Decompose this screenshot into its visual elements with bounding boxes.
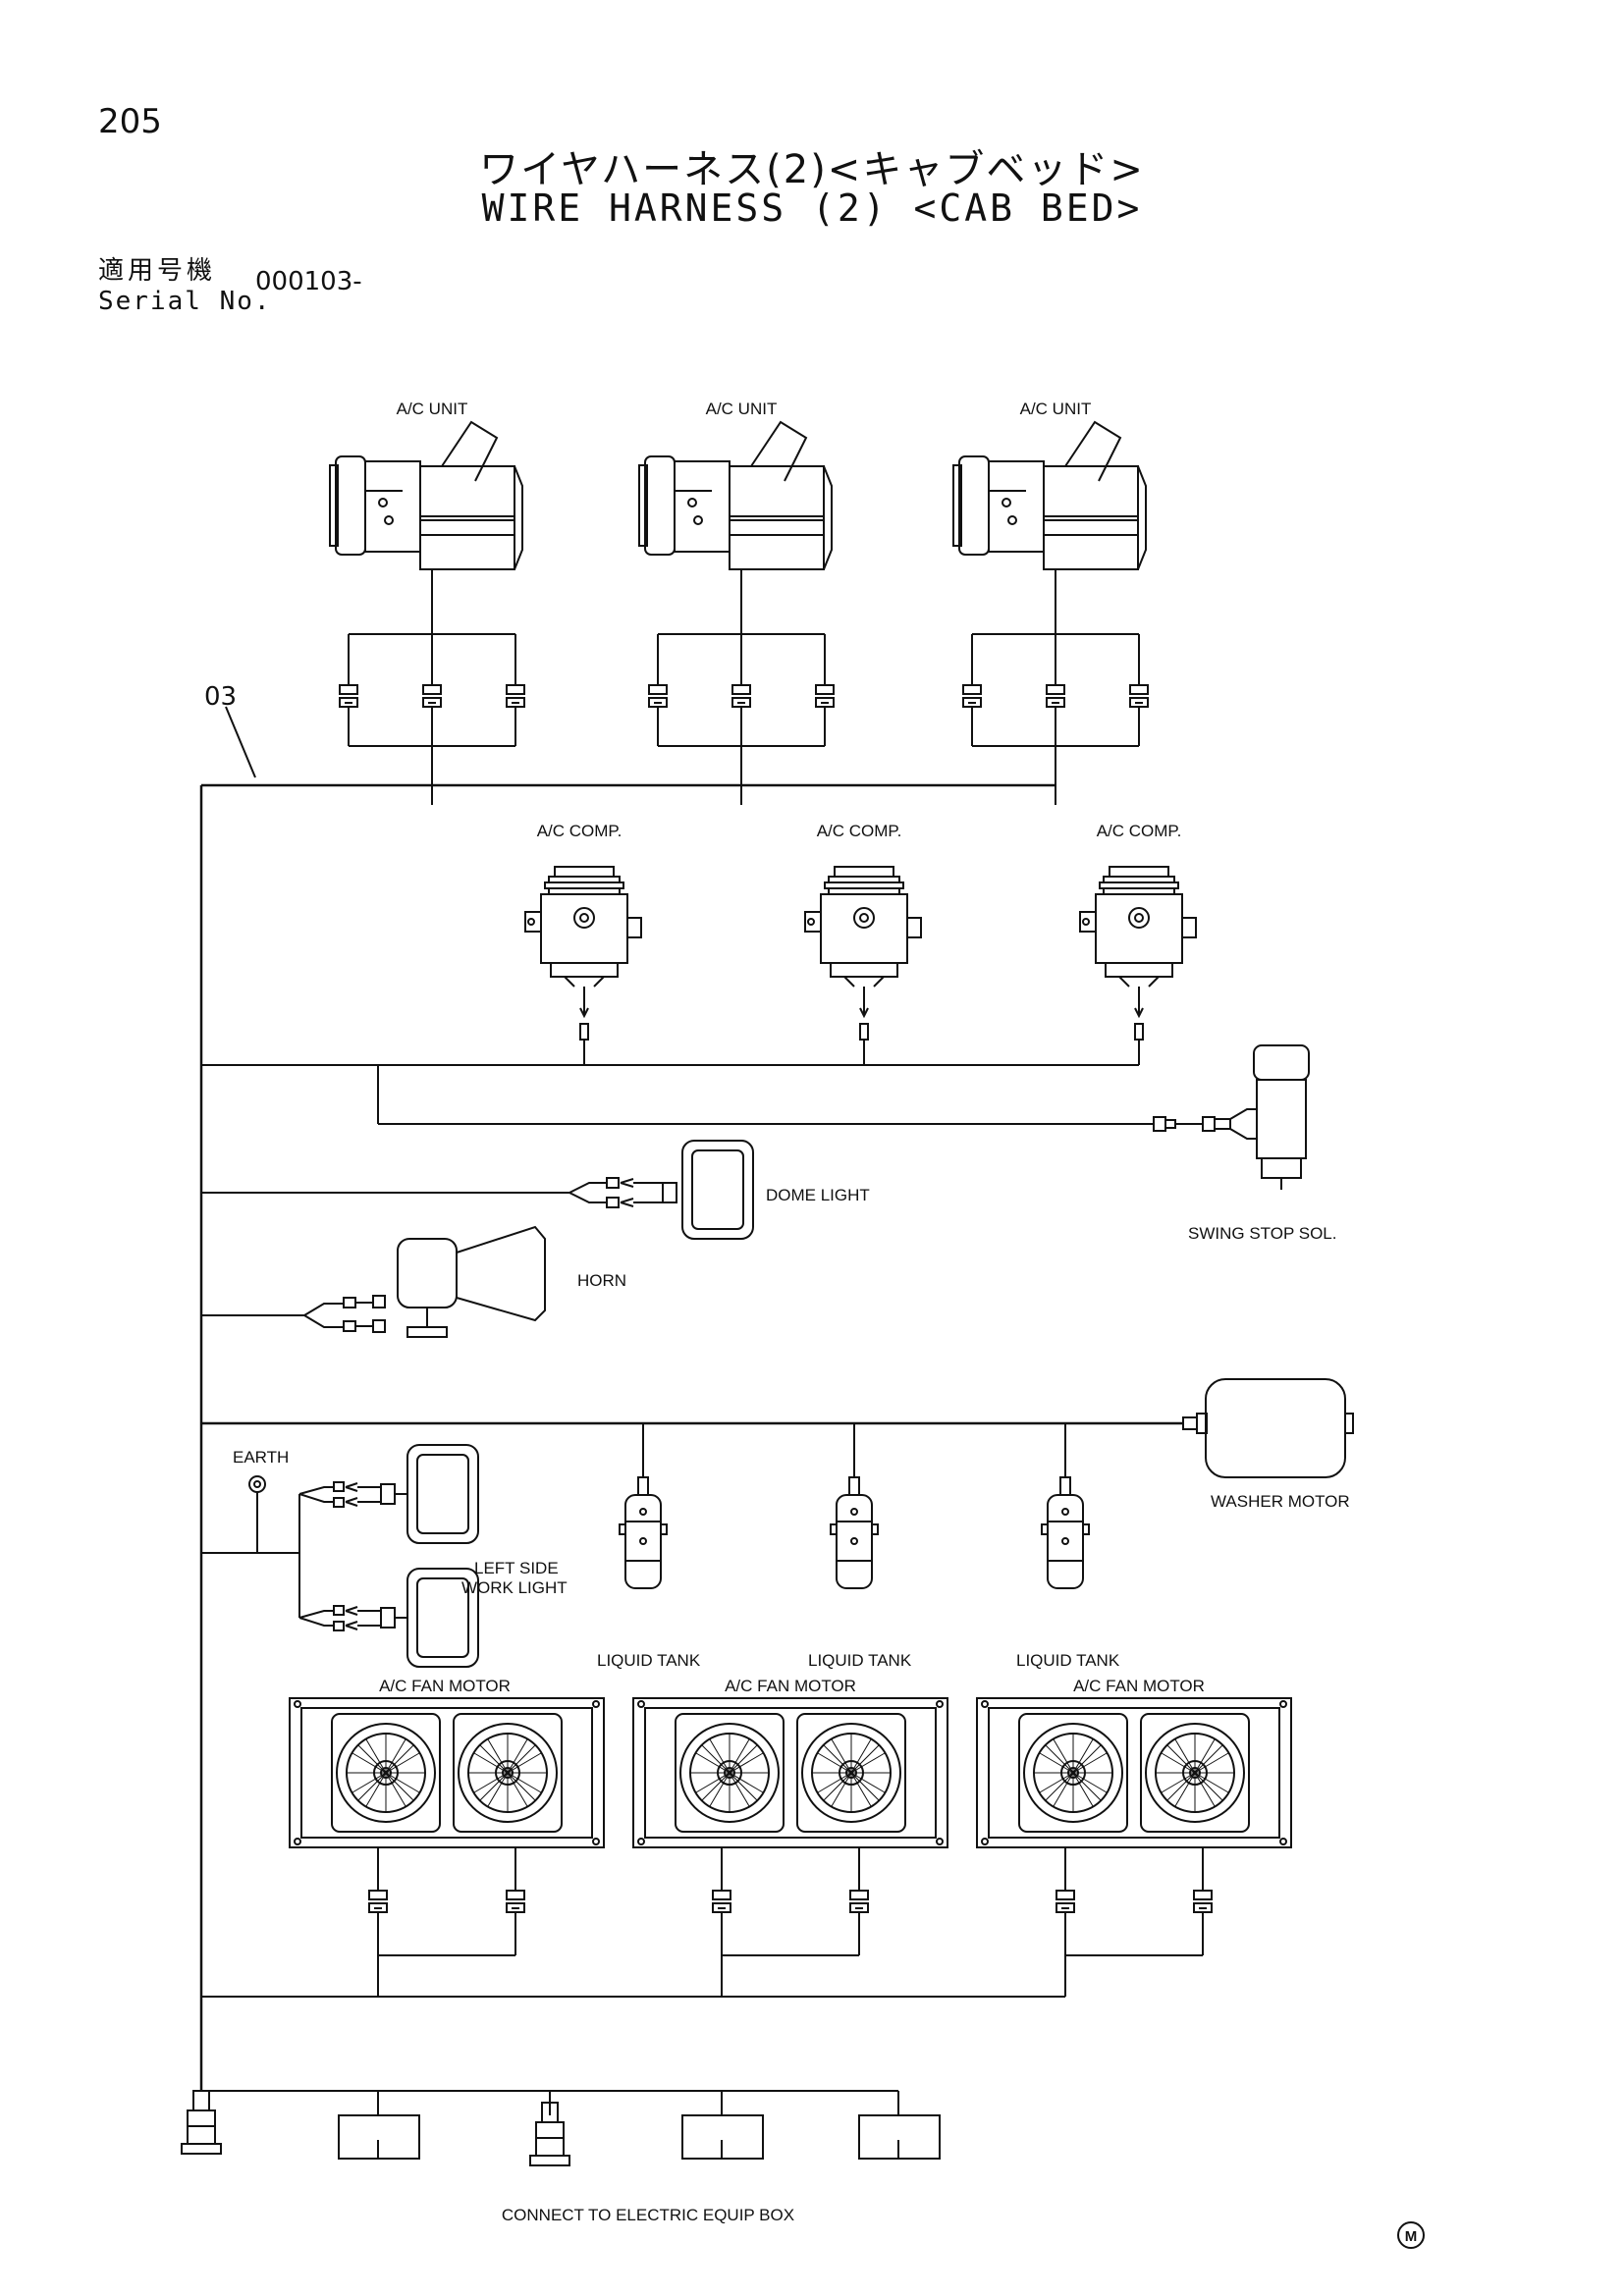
- washer-motor: [1182, 1378, 1354, 1478]
- title-english: WIRE HARNESS (2) <CAB BED>: [481, 187, 1143, 230]
- label-horn: HORN: [577, 1271, 626, 1290]
- liquid-tank-3: [1041, 1422, 1090, 1589]
- liquid-tank-1: [619, 1422, 668, 1589]
- label-ac-fan-motor-3: A/C FAN MOTOR: [1073, 1677, 1205, 1695]
- harness-id: 03: [204, 682, 237, 712]
- serial-label-english: Serial No.: [98, 287, 272, 316]
- horn: [303, 1225, 546, 1338]
- ac-comp-2: [804, 866, 922, 1066]
- label-work-light: WORK LIGHT: [461, 1578, 568, 1597]
- label-ac-fan-motor-2: A/C FAN MOTOR: [725, 1677, 856, 1695]
- label-liquid-tank-3: LIQUID TANK: [1016, 1651, 1120, 1670]
- label-swing-stop-sol: SWING STOP SOL.: [1188, 1224, 1336, 1243]
- label-left-side: LEFT SIDE: [474, 1559, 559, 1577]
- equip-connector-1: [181, 2090, 222, 2155]
- label-dome-light: DOME LIGHT: [766, 1186, 870, 1204]
- label-liquid-tank-2: LIQUID TANK: [808, 1651, 912, 1670]
- swing-stop-solenoid: [1153, 1044, 1310, 1190]
- label-connect-box: CONNECT TO ELECTRIC EQUIP BOX: [502, 2206, 794, 2224]
- label-ac-comp-1: A/C COMP.: [537, 822, 623, 840]
- liquid-tank-2: [830, 1422, 879, 1589]
- serial-label-japanese: 適用号機: [98, 256, 217, 286]
- harness-leader: [225, 706, 256, 778]
- label-washer-motor: WASHER MOTOR: [1211, 1492, 1350, 1511]
- ac-unit-3: [953, 422, 1148, 805]
- m-mark-letter: M: [1405, 2228, 1418, 2245]
- label-earth: EARTH: [233, 1448, 289, 1467]
- left-side-work-light-2: [298, 1568, 479, 1668]
- ac-comp-1: [524, 866, 642, 1066]
- label-ac-unit-1: A/C UNIT: [397, 400, 468, 418]
- title-japanese: ワイヤハーネス(2)<キャブベッド>: [479, 147, 1145, 192]
- ac-comp-3: [1079, 866, 1197, 1066]
- serial-value: 000103-: [255, 267, 362, 296]
- page-number: 205: [98, 102, 162, 141]
- ac-fan-motor-1: [290, 1698, 604, 1997]
- m-mark: [1397, 2221, 1425, 2249]
- left-side-work-light-1: [298, 1444, 479, 1544]
- equip-connector-2: [338, 2114, 420, 2160]
- label-ac-unit-3: A/C UNIT: [1020, 400, 1092, 418]
- label-liquid-tank-1: LIQUID TANK: [597, 1651, 701, 1670]
- ac-fan-motor-3: [977, 1698, 1291, 1997]
- equip-connector-4: [681, 2114, 764, 2160]
- ac-unit-1: [330, 422, 524, 805]
- dome-light: [568, 1140, 754, 1240]
- ac-fan-motor-2: [633, 1698, 947, 1997]
- earth-terminal: [248, 1475, 266, 1553]
- ac-unit-2: [639, 422, 834, 805]
- equip-connector-5: [858, 2114, 941, 2160]
- label-ac-unit-2: A/C UNIT: [706, 400, 778, 418]
- label-ac-comp-3: A/C COMP.: [1097, 822, 1182, 840]
- label-ac-fan-motor-1: A/C FAN MOTOR: [379, 1677, 511, 1695]
- label-ac-comp-2: A/C COMP.: [817, 822, 902, 840]
